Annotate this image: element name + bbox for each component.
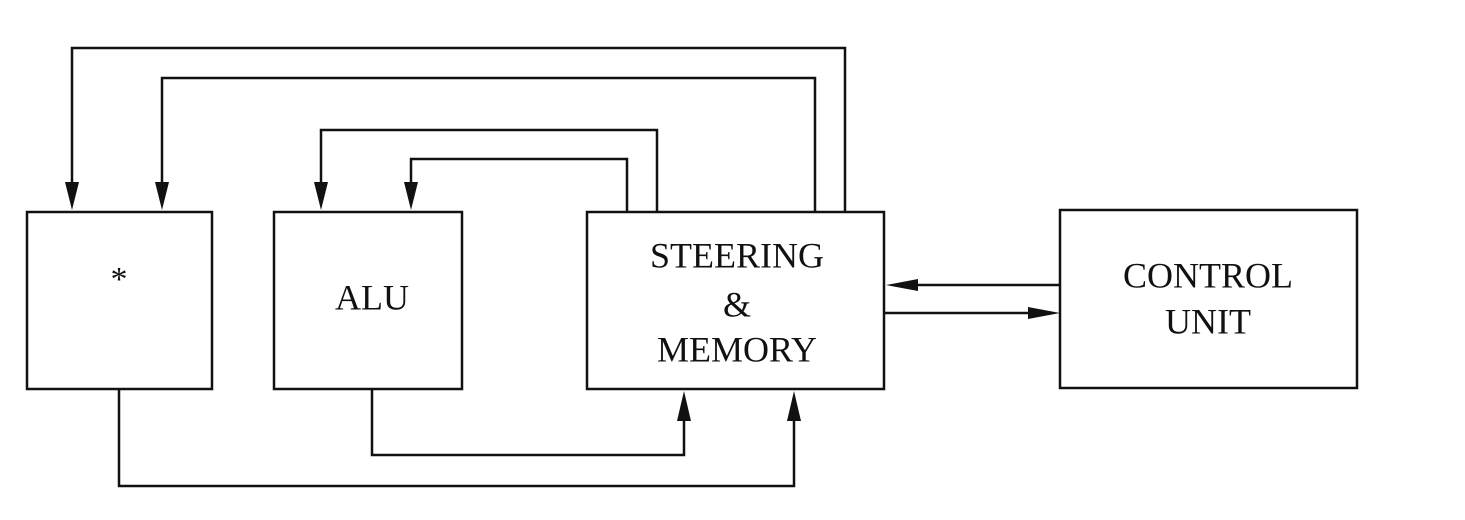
multiplier-box [25,210,214,391]
control-label: CONTROL [1123,255,1293,295]
arrow-down-icon [65,182,79,210]
arrow-down-icon [404,182,418,210]
wire-memory-to-multiplier-outer [65,46,847,212]
arrow-down-icon [155,182,169,210]
steering-memory-box [585,210,886,391]
control-unit-box [1058,208,1359,390]
multiplier-label: * [111,261,128,298]
wire-control-to-memory [886,279,1060,291]
control-unit-block: CONTROL UNIT [1058,208,1359,390]
arrow-up-icon [787,391,801,421]
wire-memory-to-alu-outer [314,128,659,212]
wire-memory-to-control [884,307,1060,319]
memory-label: MEMORY [657,329,817,369]
steering-memory-block: STEERING & MEMORY [585,210,886,391]
alu-block: ALU [272,210,464,391]
wire-multiplier-to-memory [117,389,801,488]
multiplier-block: * [25,210,214,391]
wire-alu-to-memory [370,389,691,457]
steering-label: STEERING [650,235,824,275]
arrow-down-icon [314,182,328,210]
wire-memory-to-multiplier-inner [155,76,817,212]
wire-memory-to-alu-inner [404,157,629,212]
alu-box [272,210,464,391]
alu-label: ALU [335,277,409,317]
arrow-left-icon [886,279,918,291]
arrow-up-icon [677,391,691,421]
ampersand-label: & [723,284,751,324]
unit-label: UNIT [1165,301,1251,341]
arrow-right-icon [1028,307,1060,319]
